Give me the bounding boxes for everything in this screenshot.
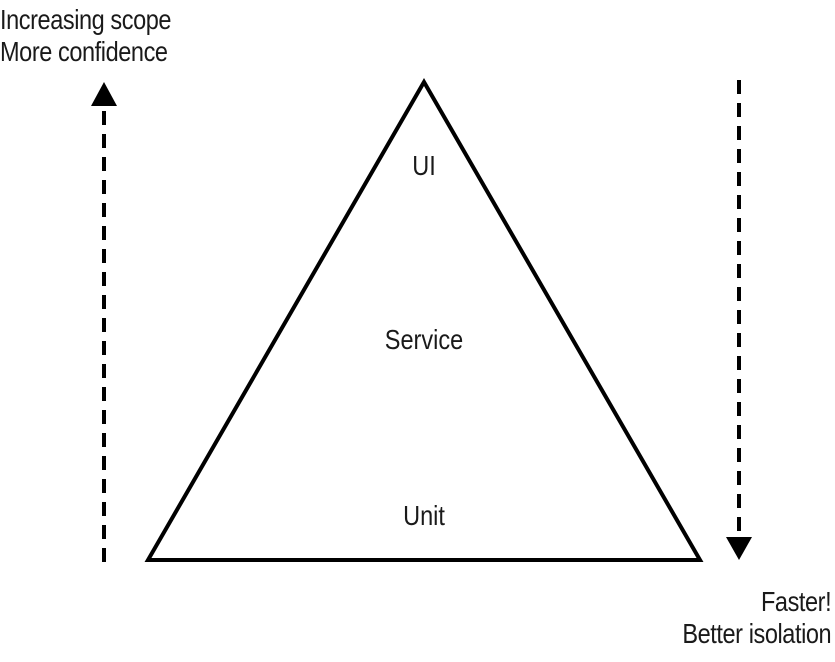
- left-caption-line-1: Increasing scope: [0, 4, 172, 35]
- left-caption: Increasing scope More confidence: [0, 4, 172, 68]
- pyramid-layer-unit: Unit: [403, 500, 445, 531]
- pyramid-layer-service: Service: [384, 324, 464, 355]
- down-arrowhead-icon: [726, 537, 752, 560]
- pyramid-triangle: [144, 78, 704, 562]
- left-caption-line-2: More confidence: [0, 36, 168, 67]
- right-caption-line-2: Better isolation: [682, 618, 831, 649]
- up-arrowhead-icon: [91, 82, 117, 106]
- pyramid-layer-ui: UI: [412, 150, 436, 181]
- right-caption: Faster! Better isolation: [682, 586, 831, 650]
- right-caption-line-1: Faster!: [760, 586, 832, 617]
